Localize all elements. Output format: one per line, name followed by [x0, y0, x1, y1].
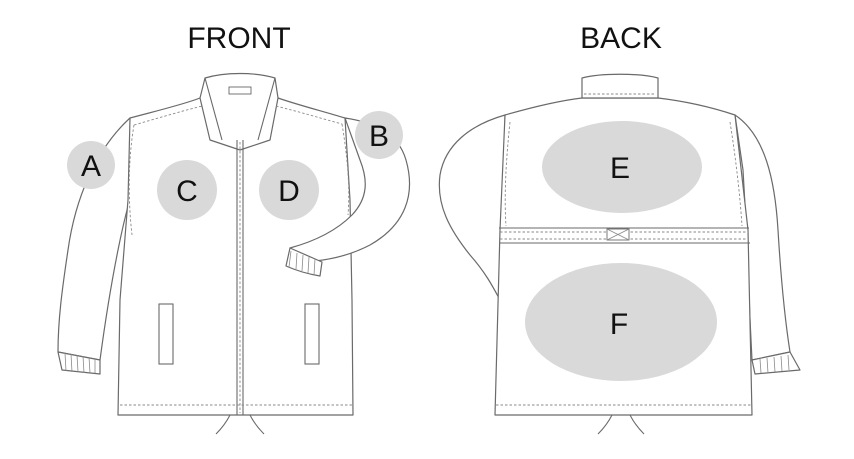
zone-c-marker: [157, 160, 217, 220]
zone-b-marker: [355, 111, 403, 159]
front-right-pocket: [304, 303, 320, 365]
front-right-cuff: [285, 247, 323, 277]
zone-f-marker: [525, 263, 717, 381]
zone-f: F: [525, 263, 717, 381]
front-left-pocket: [158, 303, 174, 365]
zone-b-label: B: [369, 120, 389, 153]
zone-d-marker: [259, 160, 319, 220]
zone-a: A: [67, 141, 115, 189]
front-view-title: FRONT: [187, 22, 290, 55]
zone-f-label: F: [610, 308, 628, 341]
zone-e-label: E: [610, 152, 630, 185]
zone-e-marker: [542, 121, 702, 213]
back-yoke-band: [499, 227, 750, 244]
back-collar: [581, 73, 659, 99]
zone-e: E: [542, 121, 702, 213]
zone-d-label: D: [278, 175, 300, 208]
zone-c-label: C: [176, 175, 198, 208]
back-view-title: BACK: [580, 22, 662, 55]
zone-b: B: [355, 111, 403, 159]
print-zones: A B C D E F: [67, 111, 717, 381]
zone-c: C: [157, 160, 217, 220]
front-zipper: [236, 140, 244, 415]
zone-a-marker: [67, 141, 115, 189]
zone-d: D: [259, 160, 319, 220]
front-hem-drawcord: [215, 414, 265, 435]
zone-a-label: A: [81, 150, 101, 183]
back-left-sleeve: [438, 114, 506, 301]
back-hem-drawcord: [597, 414, 645, 435]
collar-brand-label: [228, 86, 252, 95]
